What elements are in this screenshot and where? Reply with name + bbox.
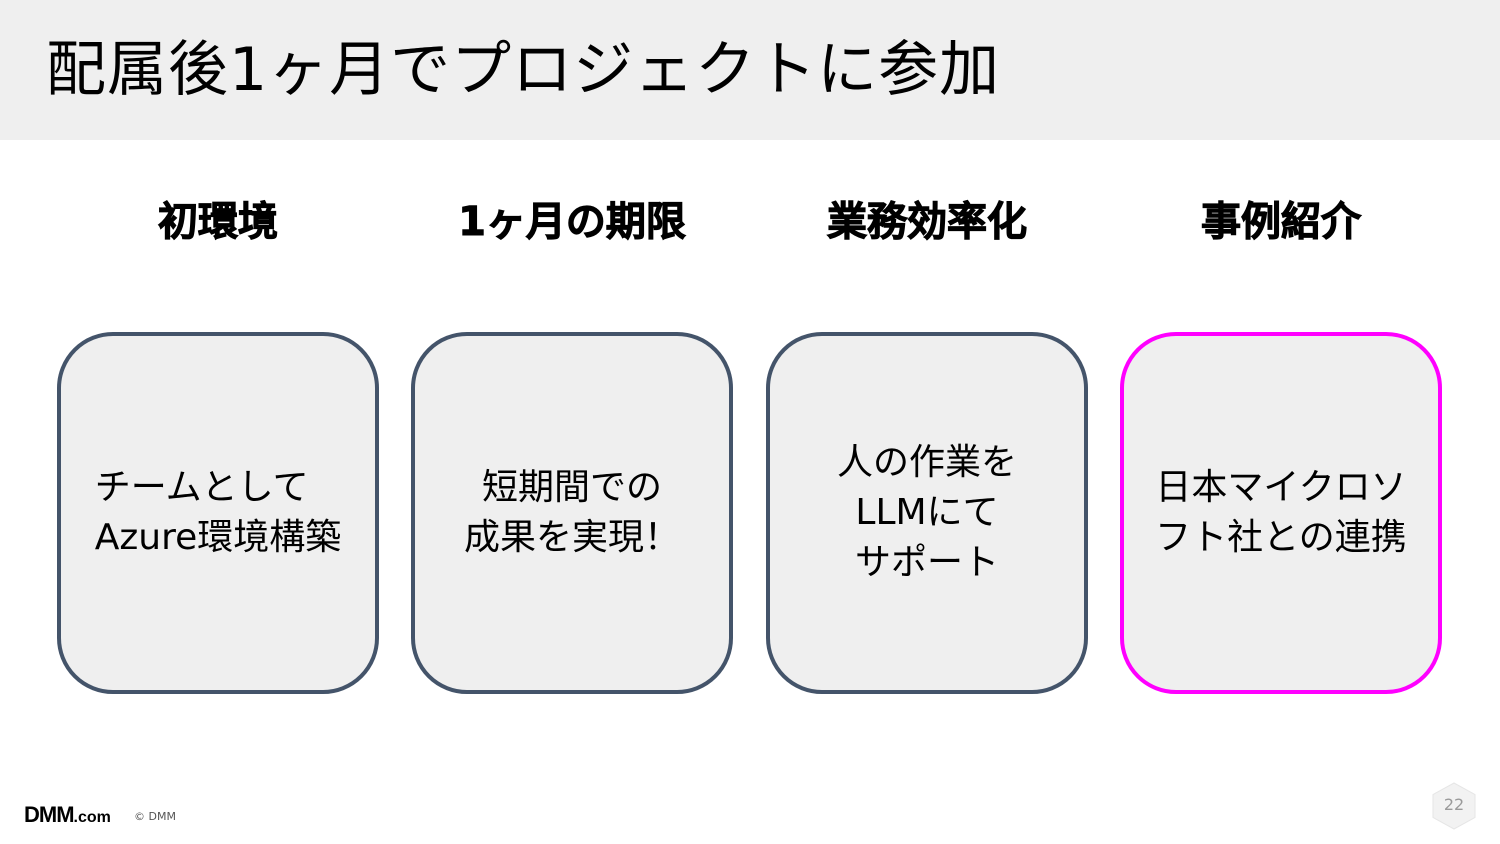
dmm-logo-suffix: .com: [73, 809, 111, 826]
card-4-highlighted: 日本マイクロソ フト社との連携: [1120, 332, 1442, 694]
card-2-text: 短期間での 成果を実現！: [463, 467, 680, 558]
hexagon-icon: [1432, 782, 1476, 830]
title-bar: 配属後1ヶ月でプロジェクトに参加: [0, 0, 1500, 140]
column-heading-3: 業務効率化: [827, 199, 1028, 246]
card-4-text: 日本マイクロソ フト社との連携: [1155, 467, 1407, 558]
card-3-text: 人の作業を LLMにて サポート: [836, 442, 1017, 583]
dmm-logo: DMM.com: [24, 802, 111, 831]
page-number: 22: [1443, 795, 1465, 814]
card-1: チームとして Azure環境構築: [57, 332, 379, 694]
column-heading-1: 初環境: [158, 199, 279, 246]
card-3: 人の作業を LLMにて サポート: [766, 332, 1088, 694]
copyright-notice: © DMM: [134, 810, 176, 823]
column-heading-2: 1ヶ月の期限: [458, 199, 687, 246]
card-1-text: チームとして Azure環境構築: [94, 467, 342, 558]
dmm-logo-main: DMM: [24, 802, 75, 827]
page-number-badge: 22: [1432, 782, 1476, 830]
page-title: 配属後1ヶ月でプロジェクトに参加: [46, 35, 1001, 105]
column-heading-4: 事例紹介: [1201, 199, 1362, 246]
card-2: 短期間での 成果を実現！: [411, 332, 733, 694]
